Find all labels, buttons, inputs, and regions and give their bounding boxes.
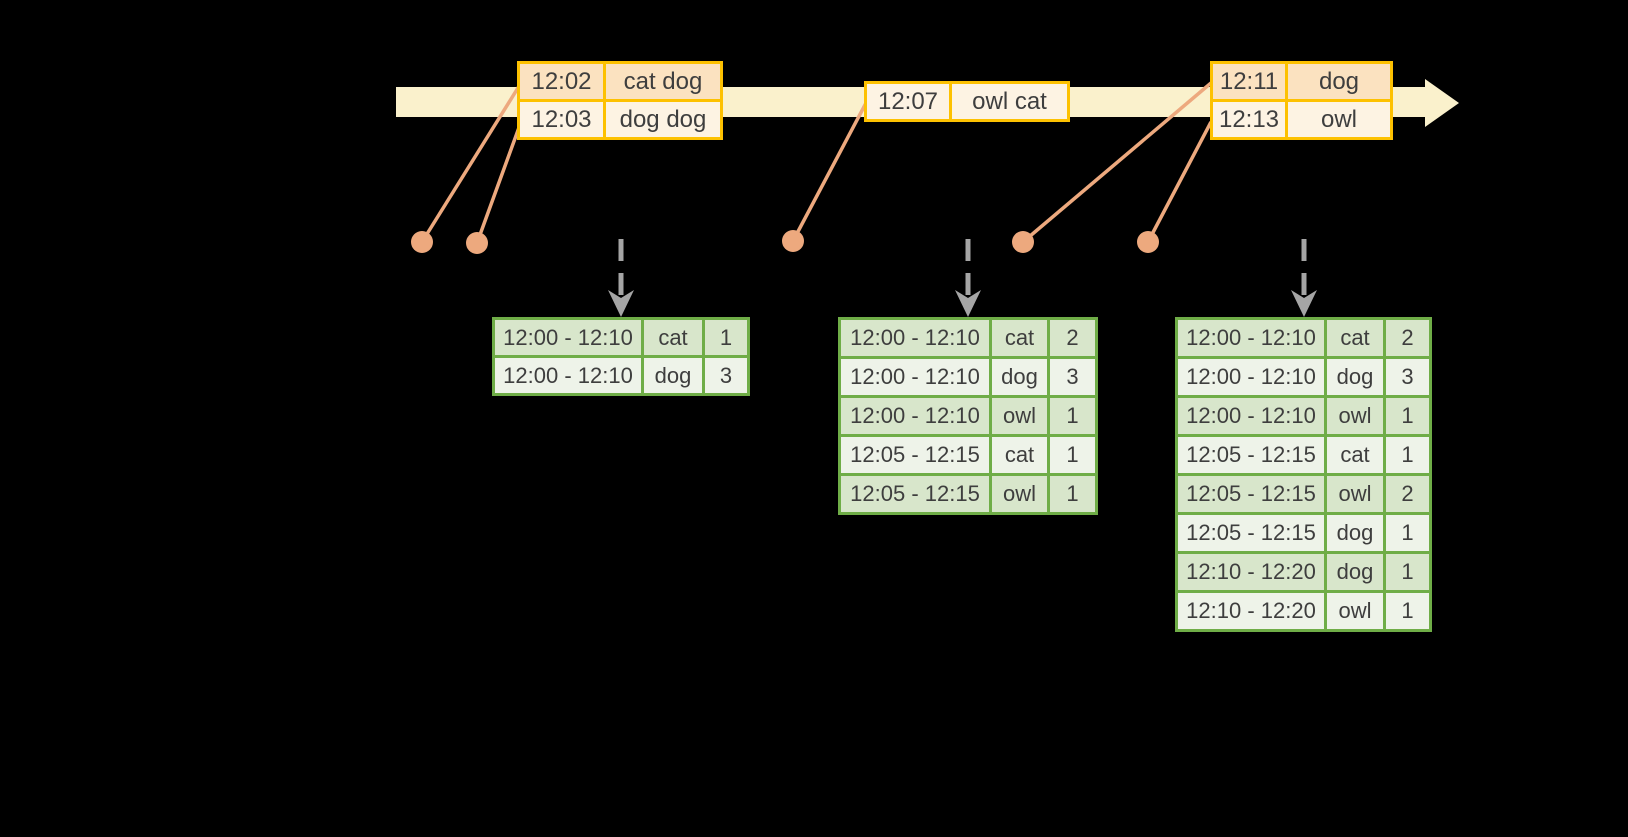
event-dot	[1137, 231, 1159, 253]
word-cell: cat	[992, 320, 1047, 356]
connector-line	[791, 102, 868, 242]
connector-lines	[420, 81, 1213, 244]
event-table-3: 12:11 dog 12:13 owl	[1210, 61, 1393, 140]
word-cell: dog	[1327, 554, 1383, 590]
event-data-cell: owl	[1288, 102, 1390, 137]
window-cell: 12:00 - 12:10	[495, 320, 641, 355]
window-cell: 12:10 - 12:20	[1178, 593, 1324, 629]
event-dot	[466, 232, 488, 254]
window-cell: 12:00 - 12:10	[1178, 359, 1324, 395]
trigger-arrowheads	[608, 290, 1317, 317]
word-cell: dog	[1327, 359, 1383, 395]
window-cell: 12:10 - 12:20	[1178, 554, 1324, 590]
event-table-1: 12:02 cat dog 12:03 dog dog	[517, 61, 723, 140]
connector-line	[420, 82, 523, 243]
count-cell: 3	[1050, 359, 1095, 395]
connector-line	[1146, 121, 1213, 243]
window-cell: 12:00 - 12:10	[1178, 398, 1324, 434]
word-cell: owl	[992, 476, 1047, 512]
count-cell: 2	[1050, 320, 1095, 356]
word-cell: dog	[992, 359, 1047, 395]
count-cell: 1	[1386, 398, 1429, 434]
word-cell: owl	[1327, 593, 1383, 629]
connector-line	[1021, 81, 1213, 244]
word-cell: cat	[1327, 437, 1383, 473]
count-cell: 1	[1050, 476, 1095, 512]
trigger-arrowhead	[608, 290, 634, 317]
event-data-cell: owl cat	[952, 84, 1067, 119]
count-cell: 3	[1386, 359, 1429, 395]
window-cell: 12:00 - 12:10	[841, 320, 989, 356]
window-cell: 12:05 - 12:15	[841, 476, 989, 512]
word-cell: cat	[1327, 320, 1383, 356]
trigger-arrow-lines	[618, 239, 1307, 298]
event-table-2: 12:07 owl cat	[864, 81, 1070, 122]
window-cell: 12:05 - 12:15	[1178, 515, 1324, 551]
event-time-cell: 12:13	[1213, 102, 1285, 137]
event-dot	[782, 230, 804, 252]
count-cell: 1	[1386, 593, 1429, 629]
count-cell: 3	[705, 358, 747, 393]
result-table-1: 12:00 - 12:10 cat 1 12:00 - 12:10 dog 3	[492, 317, 750, 396]
result-table-2: 12:00 - 12:10 cat 2 12:00 - 12:10 dog 3 …	[838, 317, 1098, 515]
count-cell: 1	[1050, 437, 1095, 473]
event-time-cell: 12:11	[1213, 64, 1285, 99]
count-cell: 1	[705, 320, 747, 355]
count-cell: 2	[1386, 320, 1429, 356]
window-cell: 12:00 - 12:10	[841, 398, 989, 434]
count-cell: 1	[1386, 554, 1429, 590]
word-cell: dog	[1327, 515, 1383, 551]
word-cell: cat	[644, 320, 702, 355]
word-cell: owl	[1327, 476, 1383, 512]
window-cell: 12:00 - 12:10	[495, 358, 641, 393]
event-time-cell: 12:02	[520, 64, 603, 99]
count-cell: 1	[1386, 515, 1429, 551]
event-dot	[1012, 231, 1034, 253]
window-cell: 12:00 - 12:10	[841, 359, 989, 395]
count-cell: 1	[1050, 398, 1095, 434]
word-cell: owl	[992, 398, 1047, 434]
trigger-arrowhead	[1291, 290, 1317, 317]
event-data-cell: dog dog	[606, 102, 720, 137]
window-cell: 12:05 - 12:15	[1178, 437, 1324, 473]
window-cell: 12:00 - 12:10	[1178, 320, 1324, 356]
word-cell: cat	[992, 437, 1047, 473]
result-table-3: 12:00 - 12:10 cat 2 12:00 - 12:10 dog 3 …	[1175, 317, 1432, 632]
event-time-cell: 12:03	[520, 102, 603, 137]
count-cell: 2	[1386, 476, 1429, 512]
connector-line	[475, 121, 523, 244]
word-cell: dog	[644, 358, 702, 393]
trigger-arrowhead	[955, 290, 981, 317]
count-cell: 1	[1386, 437, 1429, 473]
window-cell: 12:05 - 12:15	[1178, 476, 1324, 512]
word-cell: owl	[1327, 398, 1383, 434]
event-time-cell: 12:07	[867, 84, 949, 119]
event-dots	[411, 230, 1159, 254]
event-data-cell: cat dog	[606, 64, 720, 99]
event-data-cell: dog	[1288, 64, 1390, 99]
window-cell: 12:05 - 12:15	[841, 437, 989, 473]
event-dot	[411, 231, 433, 253]
